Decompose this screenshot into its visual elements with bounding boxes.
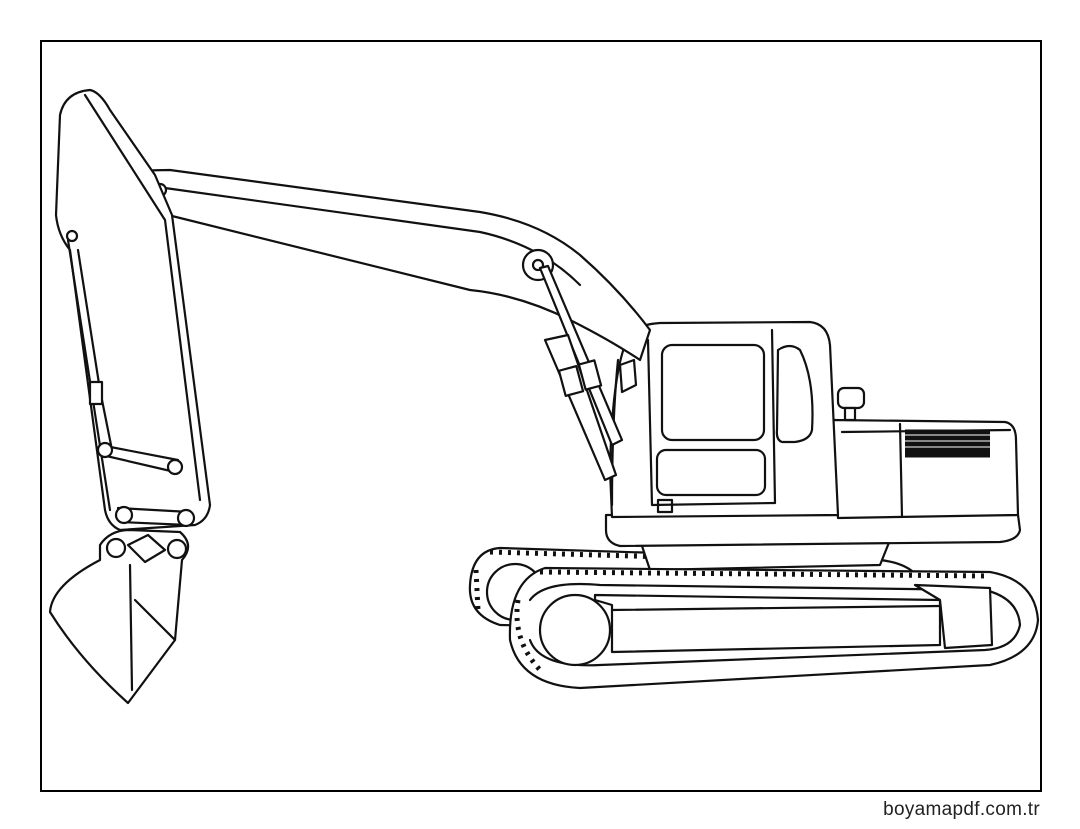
boom — [110, 168, 652, 482]
watermark: boyamapdf.com.tr — [883, 799, 1040, 820]
cab-side-window — [775, 344, 814, 444]
cab-front-window — [660, 343, 766, 442]
cab — [608, 320, 840, 519]
engine-vent — [905, 429, 990, 458]
upper-structure — [604, 386, 1022, 572]
arm — [54, 88, 212, 532]
page-border — [40, 40, 1042, 792]
front-track — [508, 566, 1040, 690]
bucket — [48, 528, 190, 705]
